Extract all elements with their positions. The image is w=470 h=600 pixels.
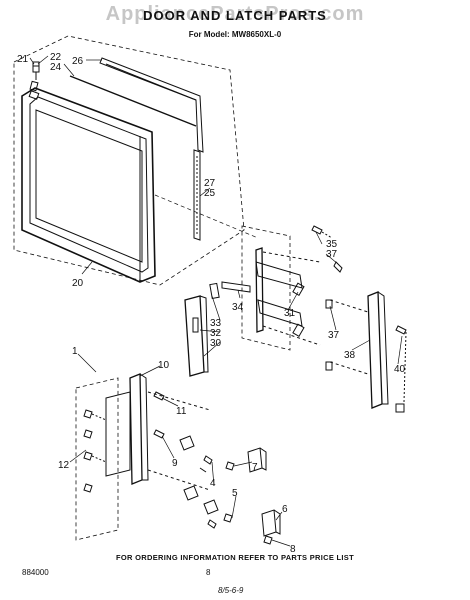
switch-screw-8 — [263, 535, 273, 545]
ordering-note: FOR ORDERING INFORMATION REFER TO PARTS … — [116, 553, 354, 562]
callout-8: 8 — [290, 544, 296, 555]
switch-actuators — [179, 435, 235, 529]
callout-1: 1 — [72, 346, 78, 357]
callout-25: 25 — [204, 188, 216, 199]
latch-hook-slider — [329, 291, 389, 409]
catalog-code: 884000 — [22, 568, 49, 577]
page-title: DOOR AND LATCH PARTS — [143, 8, 327, 23]
latch-cover — [184, 295, 209, 377]
callout-38: 38 — [344, 350, 356, 361]
callout-33: 33 — [210, 318, 222, 329]
callout-32: 32 — [210, 328, 222, 339]
handwritten-note: 8/5-6-9 — [218, 586, 244, 595]
callout-5: 5 — [232, 488, 238, 499]
latch-plate — [255, 247, 321, 346]
callout-4: 4 — [210, 478, 216, 489]
callout-labels: 21 22 24 26 27 25 20 35 37 34 31 33 32 3… — [17, 52, 406, 555]
callout-34: 34 — [232, 302, 244, 313]
callout-40: 40 — [394, 364, 406, 375]
page-number: 8 — [206, 568, 211, 577]
callout-37-top: 37 — [326, 249, 338, 260]
latch-arms — [209, 281, 251, 299]
mount-screw-upper — [153, 391, 165, 401]
callout-26: 26 — [72, 56, 84, 67]
model-subtitle: For Model: MW8650XL-0 — [188, 30, 282, 39]
callout-27: 27 — [204, 178, 216, 189]
callout-22: 22 — [50, 52, 62, 63]
interlock-switches — [247, 447, 281, 537]
callout-6: 6 — [282, 504, 288, 515]
callout-9: 9 — [172, 458, 178, 469]
latch-screws-right — [325, 299, 407, 413]
mount-screw-9 — [153, 429, 165, 439]
callout-37-right: 37 — [328, 330, 340, 341]
watermark-text: AppliancePartsPros.com — [105, 3, 365, 25]
callout-10: 10 — [158, 360, 170, 371]
callout-leaders — [29, 55, 403, 547]
mounting-bracket — [105, 373, 211, 491]
mounting-plate-outline — [75, 377, 119, 541]
door-choke-strip — [99, 57, 204, 153]
callout-11: 11 — [176, 406, 187, 417]
callout-24: 24 — [50, 62, 62, 73]
door-seal-strip — [193, 149, 201, 241]
callout-30: 30 — [210, 338, 222, 349]
callout-21: 21 — [17, 54, 29, 65]
door-screws — [29, 61, 40, 92]
callout-12: 12 — [58, 460, 70, 471]
door-frame — [21, 87, 156, 283]
door-gasket — [69, 75, 197, 127]
callout-7: 7 — [252, 462, 258, 473]
callout-20: 20 — [72, 278, 84, 289]
callout-31: 31 — [284, 308, 296, 319]
latch-screws-top — [311, 225, 343, 273]
door-group-outline — [13, 35, 245, 286]
latch-springs — [292, 282, 305, 338]
mount-screws-left — [83, 409, 107, 493]
latch-group-outline — [241, 225, 291, 351]
callout-35: 35 — [326, 239, 338, 250]
